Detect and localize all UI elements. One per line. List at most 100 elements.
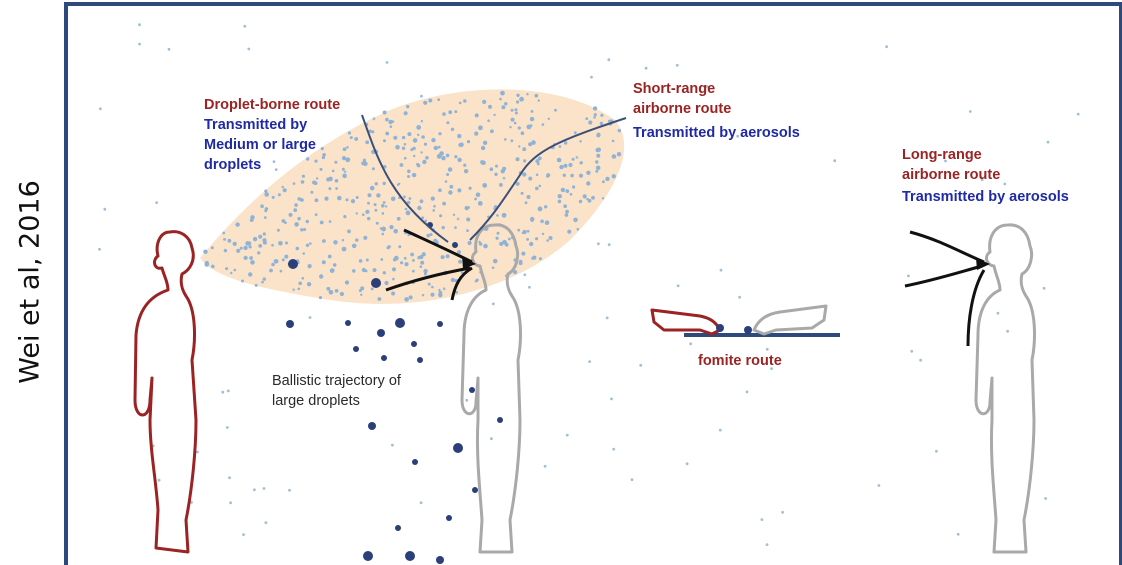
aerosol-particle — [467, 140, 470, 143]
large-droplet — [353, 346, 359, 352]
aerosol-particle — [422, 160, 426, 164]
aerosol-particle — [356, 196, 359, 199]
aerosol-particle — [466, 229, 469, 232]
aerosol-particle — [335, 187, 338, 190]
aerosol-particle — [510, 118, 514, 122]
aerosol-particle — [482, 161, 486, 165]
aerosol-particle — [516, 94, 519, 97]
aerosol-particle — [337, 196, 342, 201]
aerosol-particle — [492, 267, 495, 270]
aerosol-particle — [223, 238, 226, 241]
aerosol-particle — [573, 218, 578, 223]
aerosol-particle — [412, 173, 416, 177]
aerosol-particle — [397, 217, 401, 221]
aerosol-particle — [483, 244, 488, 249]
background-particle — [761, 518, 764, 521]
large-droplet — [395, 318, 405, 328]
background-particle — [247, 48, 250, 51]
aerosol-particle — [342, 174, 347, 179]
aerosol-particle — [293, 208, 297, 212]
aerosol-particle — [535, 237, 538, 240]
aerosol-particle — [282, 258, 285, 261]
background-particle — [420, 501, 423, 504]
aerosol-particle — [531, 110, 534, 113]
aerosol-particle — [567, 230, 571, 234]
background-particle — [631, 478, 634, 481]
aerosol-particle — [235, 222, 239, 226]
aerosol-particle — [600, 114, 603, 117]
aerosol-particle — [430, 293, 434, 297]
aerosol-particle — [501, 105, 505, 109]
aerosol-particle — [383, 182, 386, 185]
aerosol-particle — [448, 190, 452, 194]
background-particle — [566, 434, 569, 437]
background-particle — [746, 391, 749, 394]
aerosol-particle — [244, 256, 248, 260]
aerosol-particle — [432, 209, 435, 212]
aerosol-particle — [417, 164, 421, 168]
aerosol-particle — [469, 187, 472, 190]
aerosol-particle — [333, 240, 337, 244]
aerosol-particle — [348, 131, 351, 134]
aerosol-particle — [602, 197, 604, 199]
aerosol-particle — [298, 288, 301, 291]
aerosol-particle — [404, 262, 408, 266]
background-particle — [273, 160, 276, 163]
aerosol-particle — [509, 126, 511, 128]
aerosol-particle — [465, 206, 469, 210]
aerosol-particle — [260, 204, 264, 208]
aerosol-particle — [442, 112, 446, 116]
background-particle — [720, 269, 723, 272]
aerosol-particle — [499, 98, 502, 101]
aerosol-particle — [257, 251, 260, 254]
aerosol-particle — [519, 97, 524, 102]
large-droplet — [446, 515, 452, 521]
aerosol-particle — [285, 242, 288, 245]
aerosol-particle — [402, 136, 405, 139]
aerosol-particle — [612, 174, 616, 178]
aerosol-particle — [496, 214, 499, 217]
aerosol-particle — [564, 141, 567, 144]
aerosol-particle — [371, 288, 374, 291]
aerosol-particle — [490, 129, 494, 133]
aerosol-particle — [421, 135, 425, 139]
aerosol-particle — [421, 216, 424, 219]
aerosol-particle — [315, 213, 318, 216]
aerosol-particle — [522, 172, 526, 176]
large-droplet — [368, 422, 376, 430]
background-particle — [576, 156, 579, 159]
background-particle — [645, 67, 648, 70]
aerosol-particle — [385, 118, 389, 122]
background-particle — [781, 511, 784, 514]
ballistic-label-line1: Ballistic trajectory of — [272, 372, 401, 390]
aerosol-particle — [538, 207, 543, 212]
aerosol-particle — [431, 286, 434, 289]
aerosol-particle — [434, 146, 438, 150]
aerosol-particle — [425, 156, 429, 160]
background-particle — [639, 364, 642, 367]
aerosol-particle — [322, 153, 326, 157]
aerosol-particle — [579, 200, 582, 203]
aerosol-particle — [413, 138, 418, 143]
aerosol-particle — [328, 255, 332, 259]
large-droplet — [412, 459, 418, 465]
aerosol-particle — [617, 152, 621, 156]
aerosol-particle — [457, 158, 461, 162]
aerosol-particle — [595, 160, 598, 163]
aerosol-particle — [612, 154, 617, 159]
large-droplet — [405, 551, 415, 561]
aerosol-particle — [570, 174, 574, 178]
background-particle — [155, 201, 158, 204]
short-range-desc: Transmitted by aerosols — [633, 124, 800, 142]
aerosol-particle — [271, 263, 275, 267]
aerosol-particle — [530, 124, 533, 127]
aerosol-particle — [557, 158, 562, 163]
background-particle — [528, 286, 531, 289]
aerosol-particle — [264, 210, 267, 213]
aerosol-particle — [336, 290, 339, 293]
aerosol-particle — [521, 192, 524, 195]
aerosol-particle — [542, 233, 544, 235]
aerosol-particle — [365, 140, 369, 144]
aerosol-particle — [282, 219, 286, 223]
aerosol-particle — [404, 157, 407, 160]
